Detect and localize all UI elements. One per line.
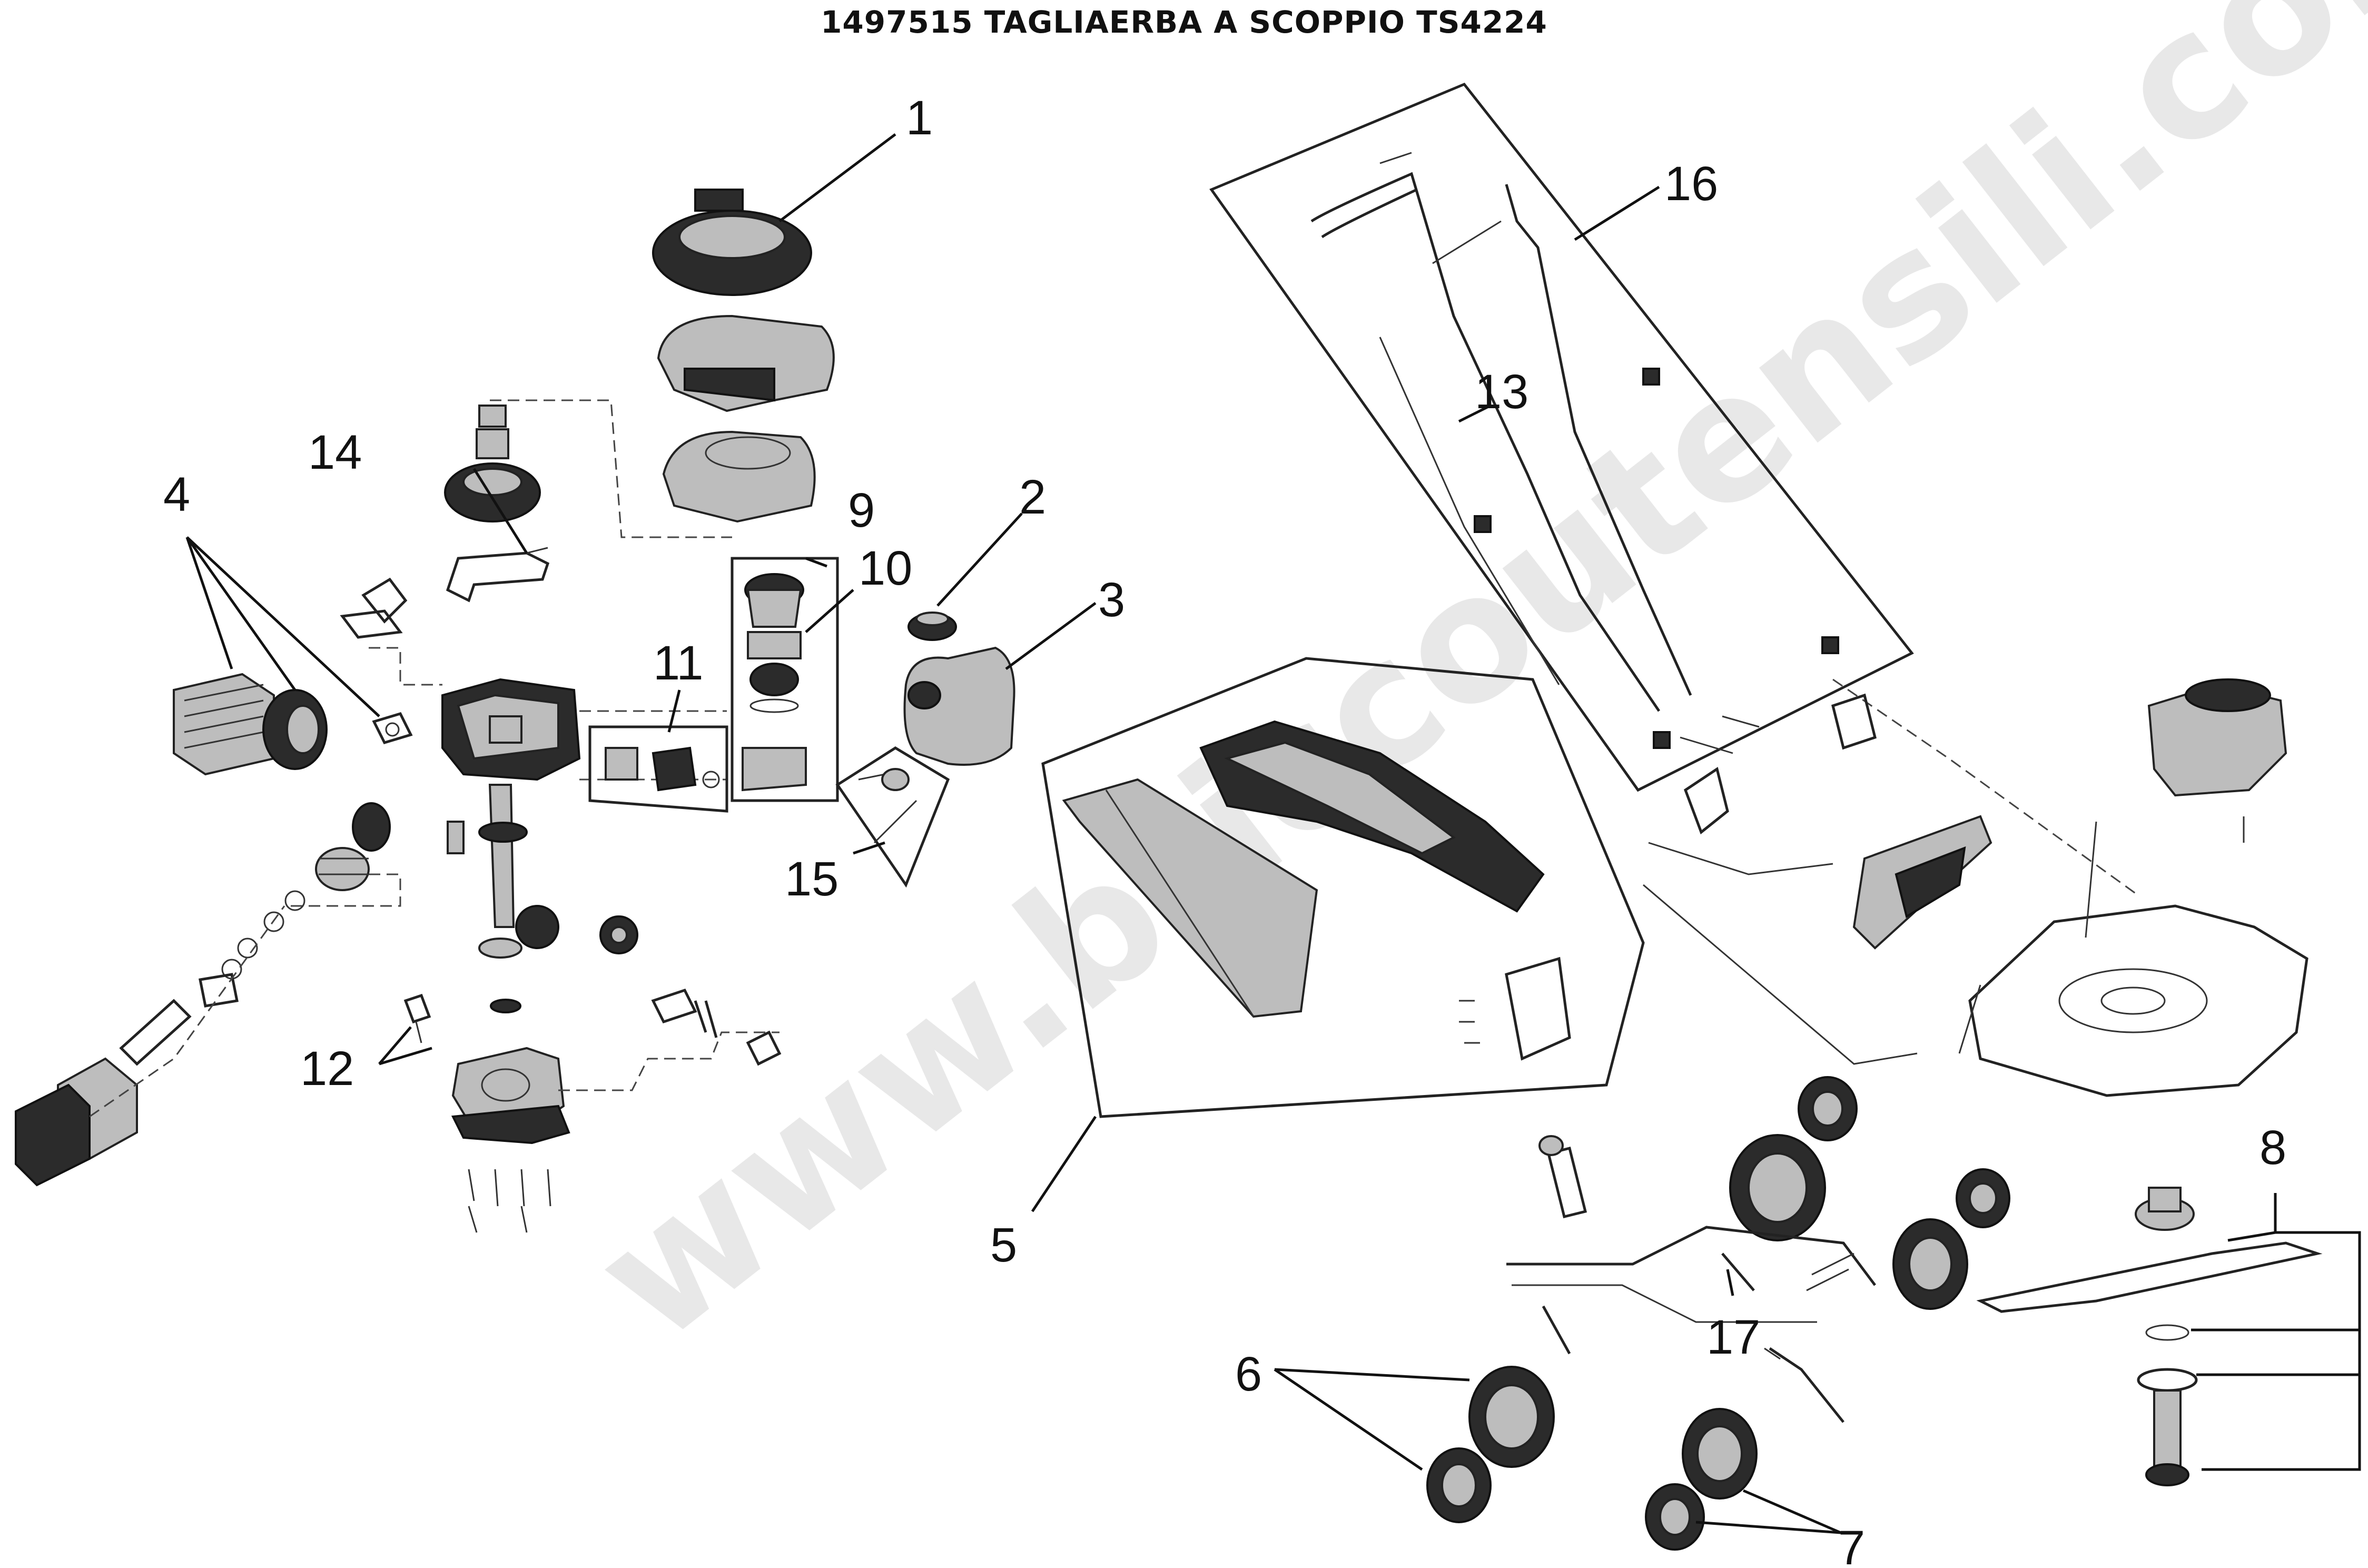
callout-10: 10 [859,541,912,595]
diagram-title: 1497515 TAGLIAERBA A SCOPPIO TS4224 [821,4,1547,40]
leader-lines [185,133,2361,1534]
watermark: www.briccoutensili.com [559,0,2368,1380]
callout-3: 3 [1098,573,1125,627]
height-adjuster [1506,1135,1876,1423]
blower-housing [657,314,835,523]
front-wheel-set-8 [1892,1168,2010,1310]
callout-5: 5 [990,1218,1017,1272]
callout-11: 11 [653,636,704,690]
callout-8: 8 [2260,1121,2286,1175]
engine-block [441,678,581,781]
callout-17: 17 [1706,1310,1760,1364]
handle-assembly [1209,82,1914,792]
rear-wheels [1729,1076,1858,1241]
blade-assembly [1806,1187,2323,1486]
air-filter [731,557,839,802]
flywheel [444,405,541,522]
callout-7: 7 [1838,1521,1865,1568]
wheels-7 [1645,1408,1758,1551]
crankcase [451,999,570,1145]
callout-16: 16 [1664,157,1718,211]
callout-6: 6 [1235,1347,1262,1401]
carburetor [588,725,728,813]
callout-9: 9 [848,484,875,537]
callout-13: 13 [1475,365,1528,419]
callout-labels: 1 2 3 4 5 6 7 8 9 10 11 12 13 14 15 16 1… [163,91,2286,1568]
muffler [173,673,413,776]
fuel-tank [903,646,1015,766]
callout-1: 1 [906,91,933,145]
wheels-6 [1426,1366,1555,1523]
callout-14: 14 [308,426,362,479]
callout-2: 2 [1019,470,1046,524]
callout-4: 4 [163,468,190,521]
engine-assembly [15,189,1015,1233]
grass-bag [1041,657,1645,1118]
callout-15: 15 [785,852,838,906]
fuel-line [835,746,950,888]
mower-deck [1643,678,2308,1097]
callout-12: 12 [300,1042,354,1096]
recoil-starter [652,189,812,296]
